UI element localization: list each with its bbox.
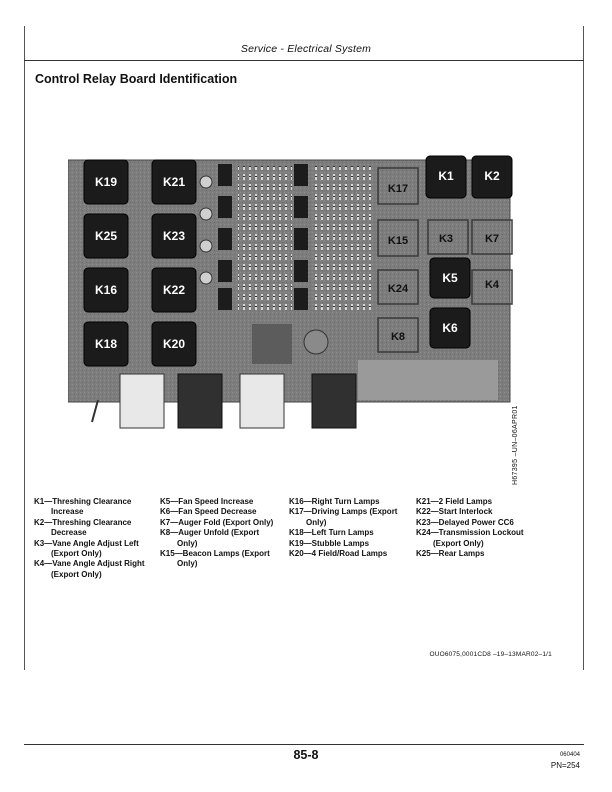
relay-label-k7: K7 xyxy=(485,233,499,245)
header-title: Service - Electrical System xyxy=(240,43,372,55)
relay-label-k15: K15 xyxy=(388,235,408,247)
legend-item-k16: K16—Right Turn Lamps xyxy=(289,497,380,506)
relay-label-k3: K3 xyxy=(439,233,453,245)
relay-label-k19: K19 xyxy=(95,175,117,189)
ic-chips xyxy=(218,164,308,310)
header-rule xyxy=(24,60,584,61)
legend-column-3: K16—Right Turn Lamps K17—Driving Lamps (… xyxy=(289,497,413,559)
figure-side-code: H67395 –UN–06APR01 xyxy=(512,405,519,485)
legend-column-4: K21—2 Field Lamps K22—Start Interlock K2… xyxy=(416,497,556,559)
page-frame xyxy=(24,26,584,670)
legend-item-k19: K19—Stubble Lamps xyxy=(289,538,370,548)
relay-label-k23: K23 xyxy=(163,229,185,243)
relay-label-k21: K21 xyxy=(163,175,185,189)
legend-item-k23: K23—Delayed Power CC6 xyxy=(416,517,514,527)
relay-label-k20: K20 xyxy=(163,337,185,351)
relay-label-k17: K17 xyxy=(388,183,408,195)
legend-item-k5: K5—Fan Speed Increase xyxy=(160,497,254,506)
page-number: 85-8 xyxy=(293,748,319,762)
relay-label-k16: K16 xyxy=(95,283,117,297)
relay-label-k2: K2 xyxy=(484,169,500,183)
relay-grid-right xyxy=(425,155,513,349)
relay-label-k25: K25 xyxy=(95,229,117,243)
relay-label-k5: K5 xyxy=(442,271,458,285)
footer-pn: PN=254 xyxy=(550,761,580,770)
relay-board-photo: K19 K21 K25 K23 K16 K22 K18 K20 K1 K2 K5… xyxy=(68,155,513,429)
legend-item-k22: K22—Start Interlock xyxy=(416,507,493,517)
relay-label-k6: K6 xyxy=(442,321,458,335)
legend-item-k24: K24—Transmission Lockout(Export Only) xyxy=(416,528,524,548)
footer-rule xyxy=(24,744,584,745)
legend-item-k20: K20—4 Field/Road Lamps xyxy=(289,549,388,559)
legend-item-k18: K18—Left Turn Lamps xyxy=(289,528,374,538)
relay-grid-left xyxy=(83,159,197,367)
relay-label-k22: K22 xyxy=(163,283,185,297)
relay-label-k4: K4 xyxy=(485,279,500,291)
legend-item-k7: K7—Auger Fold (Export Only) xyxy=(160,517,274,527)
legend-item-k6: K6—Fan Speed Decrease xyxy=(160,507,257,517)
section-title: Control Relay Board Identification xyxy=(35,72,238,86)
document-reference: OUO6075,0001CD8 –19–13MAR02–1/1 xyxy=(429,651,552,658)
legend-item-k3: K3—Vane Angle Adjust Left(Export Only) xyxy=(34,538,139,559)
legend-item-k21: K21—2 Field Lamps xyxy=(416,497,493,506)
legend-item-k25: K25—Rear Lamps xyxy=(416,549,485,559)
legend-column-2: K5—Fan Speed Increase K6—Fan Speed Decre… xyxy=(160,497,288,570)
relay-label-k24: K24 xyxy=(388,283,409,295)
relay-label-k1: K1 xyxy=(438,169,454,183)
relay-label-k18: K18 xyxy=(95,337,117,351)
relay-label-k8: K8 xyxy=(391,331,405,343)
footer-date: 060404 xyxy=(559,752,580,758)
legend-item-k4: K4—Vane Angle Adjust Right(Export Only) xyxy=(34,559,145,579)
relay-sockets-empty xyxy=(377,167,513,353)
wire-connectors xyxy=(119,373,357,429)
